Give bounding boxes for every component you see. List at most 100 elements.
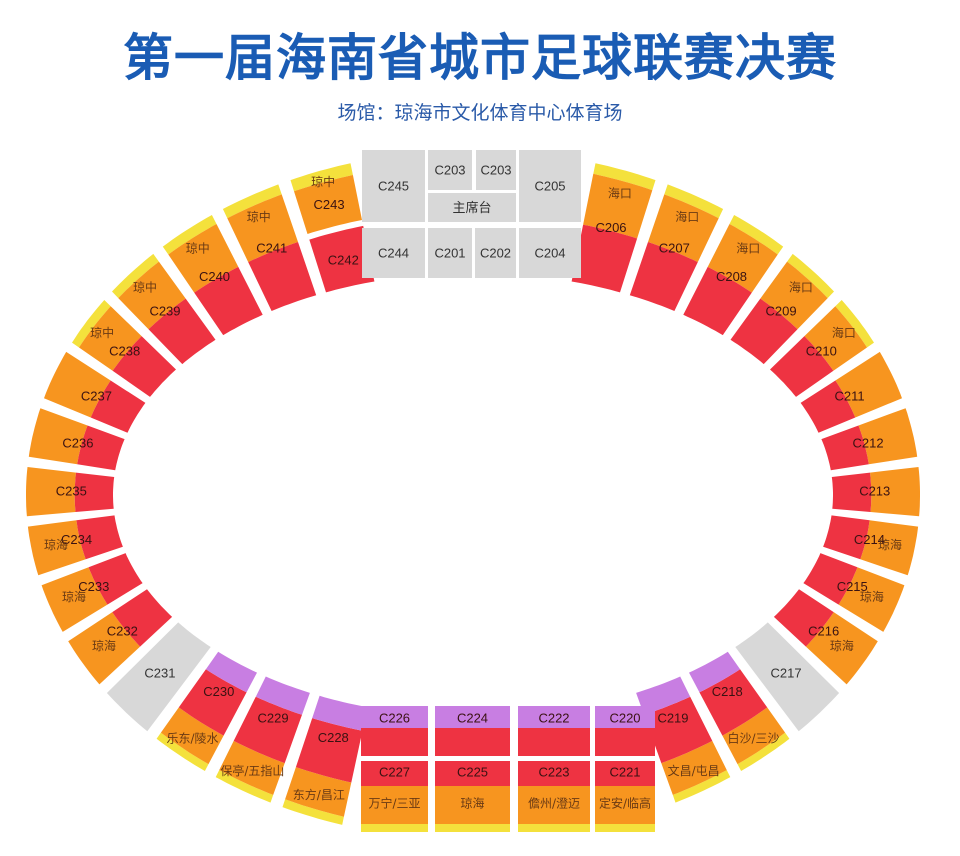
orange-tier-band xyxy=(707,224,778,293)
section-region: 琼海 xyxy=(44,537,68,552)
section-code: C204 xyxy=(534,245,565,260)
section-c222[interactable]: C222 xyxy=(518,706,590,756)
section-code: C208 xyxy=(716,269,747,284)
gray-tier-band xyxy=(106,622,211,732)
yellow-tier-band xyxy=(518,824,590,832)
section-c235[interactable]: C235 xyxy=(26,467,115,517)
section-c212[interactable]: C212 xyxy=(821,408,918,471)
section-c202[interactable]: C202 xyxy=(475,228,516,278)
red-tier-band xyxy=(112,589,173,647)
red-tier-band xyxy=(730,298,798,365)
yellow-tier-band xyxy=(72,300,111,348)
section-code: C207 xyxy=(659,241,690,256)
orange-tier-band xyxy=(648,194,719,263)
section-code: C218 xyxy=(712,684,743,699)
yellow-tier-band xyxy=(595,824,655,832)
section-code: C214 xyxy=(854,532,885,547)
section-c237[interactable]: C237 xyxy=(44,351,146,433)
gray-tier-band xyxy=(735,622,840,732)
orange-tier-band xyxy=(722,707,786,765)
section-c217[interactable]: C217 xyxy=(735,622,840,732)
section-region: 文昌/屯昌 xyxy=(668,763,720,778)
red-tier-band xyxy=(518,761,590,786)
red-tier-band xyxy=(683,266,752,336)
section-c201[interactable]: C201 xyxy=(428,228,472,278)
orange-tier-band xyxy=(661,740,727,795)
section-c224[interactable]: C224 xyxy=(435,706,510,756)
section-region: 海口 xyxy=(832,325,856,340)
section-c203[interactable]: C203 xyxy=(428,150,472,190)
section-c211[interactable]: C211 xyxy=(800,351,902,433)
section-c203[interactable]: C203 xyxy=(476,150,516,190)
red-tier-band xyxy=(194,266,263,336)
red-tier-band xyxy=(361,728,428,756)
section-c244[interactable]: C244 xyxy=(362,228,425,278)
section-c213[interactable]: C213 xyxy=(831,467,920,517)
yellow-tier-band xyxy=(729,215,784,255)
section-vip-stand[interactable]: 主席台 xyxy=(428,193,516,222)
section-code: C222 xyxy=(538,710,569,725)
section-c236[interactable]: C236 xyxy=(28,408,125,471)
section-region: 定安/临高 xyxy=(599,796,651,811)
section-c219[interactable]: C219 文昌/屯昌 xyxy=(636,676,731,803)
section-code: C203 xyxy=(480,162,511,177)
section-code: C240 xyxy=(199,269,230,284)
yellow-tier-band xyxy=(435,824,510,832)
red-tier-band xyxy=(90,380,146,433)
yellow-tier-band xyxy=(593,163,656,191)
section-c204[interactable]: C204 xyxy=(519,228,581,278)
yellow-tier-band xyxy=(664,184,724,219)
section-region: 保亭/五指山 xyxy=(220,763,284,778)
orange-tier-band xyxy=(805,612,878,685)
section-c220[interactable]: C220 xyxy=(595,706,655,756)
section-c245[interactable]: C245 xyxy=(362,150,425,222)
red-tier-band xyxy=(361,761,428,786)
section-c205[interactable]: C205 xyxy=(519,150,581,222)
yellow-tier-band xyxy=(215,770,274,803)
orange-tier-band xyxy=(518,786,590,824)
yellow-tier-band xyxy=(156,732,209,771)
section-c226[interactable]: C226 xyxy=(361,706,428,756)
section-code: C219 xyxy=(657,710,688,725)
section-code: C241 xyxy=(256,241,287,256)
red-tier-band xyxy=(595,761,655,786)
orange-tier-band xyxy=(804,306,867,371)
section-region: 海口 xyxy=(789,280,813,295)
section-c231[interactable]: C231 xyxy=(106,622,211,732)
orange-tier-band xyxy=(68,612,141,685)
venue-subtitle: 场馆：琼海市文化体育中心体育场 xyxy=(337,102,623,124)
section-code: C212 xyxy=(853,435,884,450)
purple-tier-band xyxy=(205,651,257,693)
yellow-tier-band xyxy=(290,163,353,192)
section-c207[interactable]: C207 海口 xyxy=(629,184,724,311)
section-c242[interactable]: C242 xyxy=(309,225,375,293)
section-region: 海口 xyxy=(675,209,699,224)
section-code: C242 xyxy=(328,252,359,267)
section-code: C211 xyxy=(834,388,864,403)
orange-tier-band xyxy=(285,767,352,817)
section-code: C220 xyxy=(609,710,640,725)
